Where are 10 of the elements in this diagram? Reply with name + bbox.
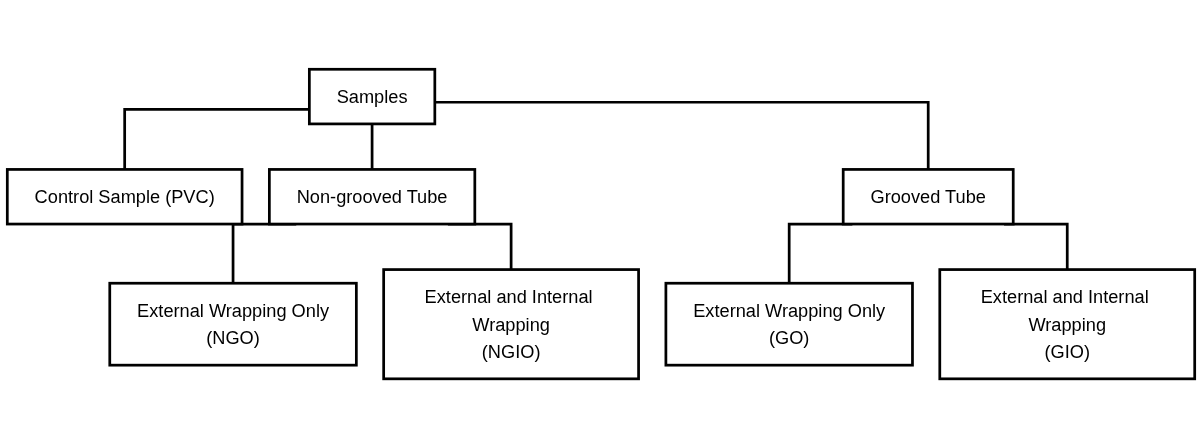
- connector: [123, 107, 310, 170]
- node-box: External and Internal Wrapping (GIO): [938, 268, 1197, 381]
- node-box: External Wrapping Only (GO): [664, 281, 914, 367]
- node-box: Control Sample (PVC): [5, 168, 244, 226]
- node-box: External and Internal Wrapping (NGIO): [382, 268, 640, 381]
- node-box: Grooved Tube: [841, 168, 1015, 226]
- connector: [434, 100, 930, 170]
- node-box: Non-grooved Tube: [268, 168, 477, 226]
- node-box: Samples: [308, 67, 437, 126]
- node-box: External Wrapping Only (NGO): [108, 281, 358, 367]
